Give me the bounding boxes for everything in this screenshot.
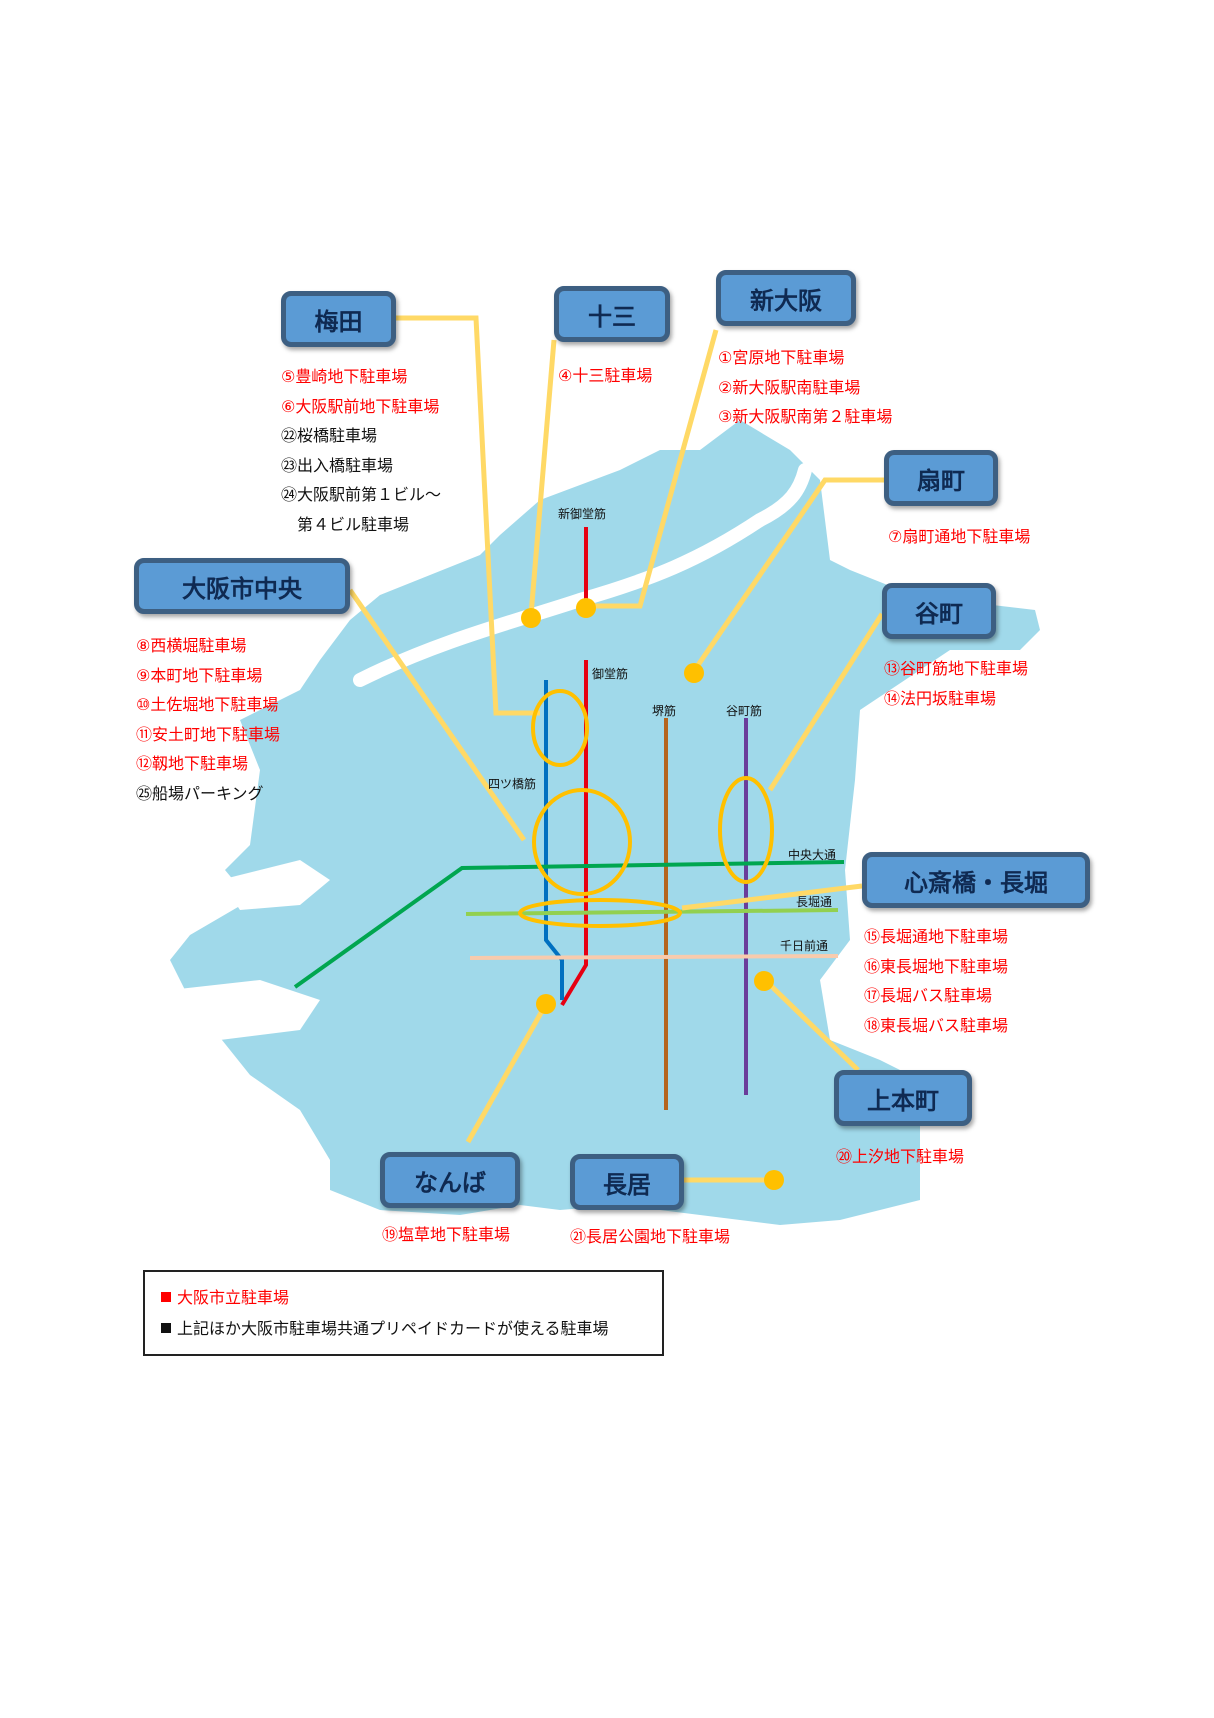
legend-square-black	[161, 1323, 171, 1333]
leader-umeda	[396, 315, 540, 716]
parking-lot-item: ㉑長居公園地下駐車場	[570, 1227, 731, 1246]
lot-list-ogimachi: ⑦扇町通地下駐車場	[888, 522, 1030, 552]
marker-shin-osaka	[576, 598, 596, 618]
parking-lot-item: ⑳上汐地下駐車場	[836, 1147, 965, 1166]
street-nagahori-dori	[465, 908, 839, 916]
lot-list-shin-osaka: ①宮原地下駐車場 ②新大阪駅南駐車場 ③新大阪駅南第２駐車場	[718, 343, 892, 432]
parking-lot-item: ⑯東長堀地下駐車場	[864, 956, 1009, 976]
lot-list-nagai: ㉑長居公園地下駐車場	[570, 1222, 730, 1252]
parking-lot-item: 第４ビル駐車場	[281, 514, 410, 534]
area-box-namba[interactable]: なんば	[380, 1152, 520, 1208]
area-circle-shinsaibashi	[518, 898, 682, 928]
area-box-uehommachi[interactable]: 上本町	[834, 1070, 972, 1126]
lot-list-namba: ⑲塩草地下駐車場	[382, 1220, 510, 1250]
street-label-sennichimae-dori: 千日前通	[780, 939, 829, 953]
legend-square-red	[161, 1292, 171, 1302]
parking-lot-item: ②新大阪駅南駐車場	[718, 377, 861, 397]
parking-lot-item: ㉕船場パーキング	[136, 783, 264, 803]
parking-lot-item: ⑦扇町通地下駐車場	[888, 527, 1031, 546]
parking-lot-item: ⑮長堀通地下駐車場	[864, 927, 1009, 946]
lot-list-tanimachi: ⑬谷町筋地下駐車場 ⑭法円坂駐車場	[884, 654, 1028, 713]
legend-row-city: 大阪市立駐車場	[161, 1282, 662, 1313]
parking-lot-item: ㉔大阪駅前第１ビル～	[281, 485, 442, 504]
area-box-nagai[interactable]: 長居	[570, 1154, 684, 1210]
marker-nagai	[764, 1170, 784, 1190]
parking-lot-item: ⑬谷町筋地下駐車場	[884, 659, 1029, 678]
parking-lot-item: ⑲塩草地下駐車場	[382, 1225, 511, 1244]
street-label-tanimachisuji: 谷町筋	[726, 704, 763, 718]
area-box-juso[interactable]: 十三	[554, 286, 670, 342]
legend-label-city: 大阪市立駐車場	[177, 1288, 290, 1307]
parking-lot-item: ⑥大阪駅前地下駐車場	[281, 396, 440, 416]
lot-list-chuo: ⑧西横堀駐車場 ⑨本町地下駐車場 ⑩土佐堀地下駐車場 ⑪安土町地下駐車場 ⑫靱地下駐車場…	[136, 631, 280, 808]
area-circle-tanimachi	[718, 776, 774, 884]
lot-list-uehommachi: ⑳上汐地下駐車場	[836, 1142, 964, 1172]
parking-lot-item: ⑰長堀バス駐車場	[864, 986, 993, 1005]
street-chuo-odori	[293, 860, 845, 989]
parking-lot-item: ③新大阪駅南第２駐車場	[718, 407, 893, 426]
marker-juso	[521, 608, 541, 628]
area-box-shin-osaka[interactable]: 新大阪	[716, 270, 856, 326]
leader-chuo	[347, 588, 527, 842]
area-box-ogimachi[interactable]: 扇町	[884, 450, 998, 506]
leader-shinsaibashi	[681, 883, 863, 911]
leader-juso	[528, 339, 557, 616]
legend-row-other: 上記ほか大阪市駐車場共通プリペイドカードが使える駐車場	[161, 1313, 662, 1344]
area-circle-umeda	[531, 689, 589, 767]
western-harbor-water	[220, 860, 330, 910]
street-label-midosuji: 御堂筋	[592, 667, 629, 681]
parking-lot-item: ①宮原地下駐車場	[718, 348, 845, 367]
yodo-river	[353, 463, 812, 687]
street-label-yotsubashisuji: 四ツ橋筋	[488, 777, 537, 791]
parking-lot-item: ⑧西横堀駐車場	[136, 636, 247, 655]
western-coast-water	[170, 980, 320, 1040]
area-box-umeda[interactable]: 梅田	[281, 291, 396, 347]
parking-lot-item: ⑨本町地下駐車場	[136, 665, 263, 685]
parking-lot-item: ⑩土佐堀地下駐車場	[136, 695, 279, 714]
city-land-area	[170, 420, 1040, 1225]
parking-lot-item: ⑪安土町地下駐車場	[136, 724, 281, 744]
parking-lot-item: ⑱東長堀バス駐車場	[864, 1015, 1009, 1035]
area-box-tanimachi[interactable]: 谷町	[882, 583, 996, 639]
leader-uehommachi	[764, 979, 860, 1072]
marker-uehommachi	[754, 971, 774, 991]
street-label-nagahori-dori: 長堀通	[796, 895, 833, 909]
parking-lot-item: ⑤豊崎地下駐車場	[281, 367, 408, 386]
parking-lot-item: ㉒桜橋駐車場	[281, 426, 378, 445]
parking-lot-item: ④十三駐車場	[558, 366, 653, 385]
area-circle-chuo	[532, 788, 632, 896]
legend-label-other: 上記ほか大阪市駐車場共通プリペイドカードが使える駐車場	[177, 1319, 609, 1338]
street-label-chuo-odori: 中央大通	[788, 848, 837, 862]
parking-lot-item: ⑫靱地下駐車場	[136, 754, 249, 773]
leader-shin-osaka	[586, 329, 719, 609]
leader-namba	[465, 1002, 549, 1144]
area-box-shinsaibashi[interactable]: 心斎橋・長堀	[862, 852, 1090, 908]
lot-list-shinsaibashi: ⑮長堀通地下駐車場 ⑯東長堀地下駐車場 ⑰長堀バス駐車場 ⑱東長堀バス駐車場	[864, 922, 1008, 1040]
marker-ogimachi	[684, 663, 704, 683]
street-midosuji	[560, 660, 588, 1007]
parking-lot-item: ⑭法円坂駐車場	[884, 688, 997, 708]
lot-list-juso: ④十三駐車場	[558, 361, 652, 391]
legend-box: 大阪市立駐車場 上記ほか大阪市駐車場共通プリペイドカードが使える駐車場	[143, 1270, 664, 1356]
leader-ogimachi	[691, 477, 884, 673]
parking-lot-item: ㉓出入橋駐車場	[281, 455, 394, 475]
area-box-chuo[interactable]: 大阪市中央	[134, 558, 350, 614]
leader-tanimachi	[767, 612, 885, 792]
marker-namba	[536, 994, 556, 1014]
street-label-shin-midosuji: 新御堂筋	[558, 507, 607, 521]
street-sennichimae-dori	[469, 954, 839, 960]
street-label-sakaisuji: 堺筋	[652, 704, 677, 718]
